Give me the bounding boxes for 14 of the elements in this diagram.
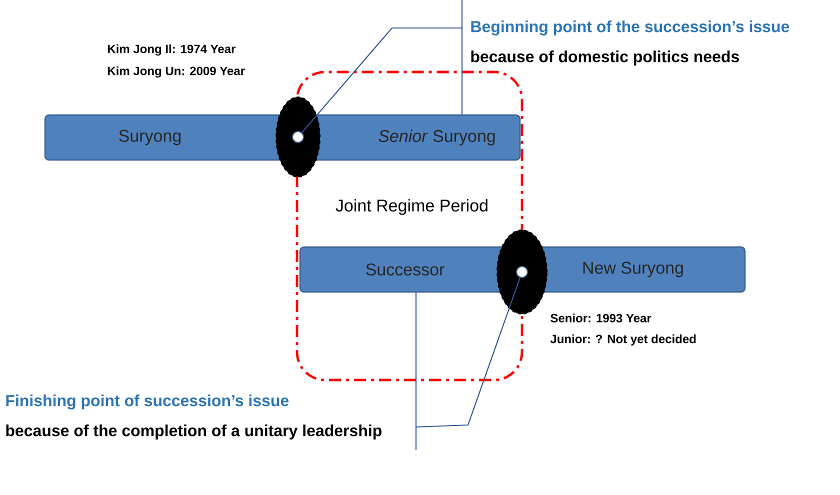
transition-ellipse xyxy=(496,230,548,314)
leader-line xyxy=(301,27,462,134)
timeline-bar: Successor New Suryong xyxy=(299,246,746,293)
date-note: Senior: 1993 Year xyxy=(550,314,652,322)
leader-line xyxy=(415,292,417,450)
timeline-bar: Suryong Senior Suryong xyxy=(44,114,521,161)
callout-text: Finishing point of succession’s issue because of the completion of a unitary leadership xyxy=(6,394,382,440)
callout-text: Beginning point of the succession’s issue because of domestic politics needs xyxy=(471,20,790,66)
transition-ellipse xyxy=(276,96,320,178)
leader-line xyxy=(461,0,463,114)
date-note: Kim Jong Il: 1974 Year xyxy=(108,44,236,56)
leader-line xyxy=(416,277,521,428)
date-note: Junior: ? Not yet decided xyxy=(550,334,696,346)
date-note: Kim Jong Un: 2009 Year xyxy=(108,66,245,78)
